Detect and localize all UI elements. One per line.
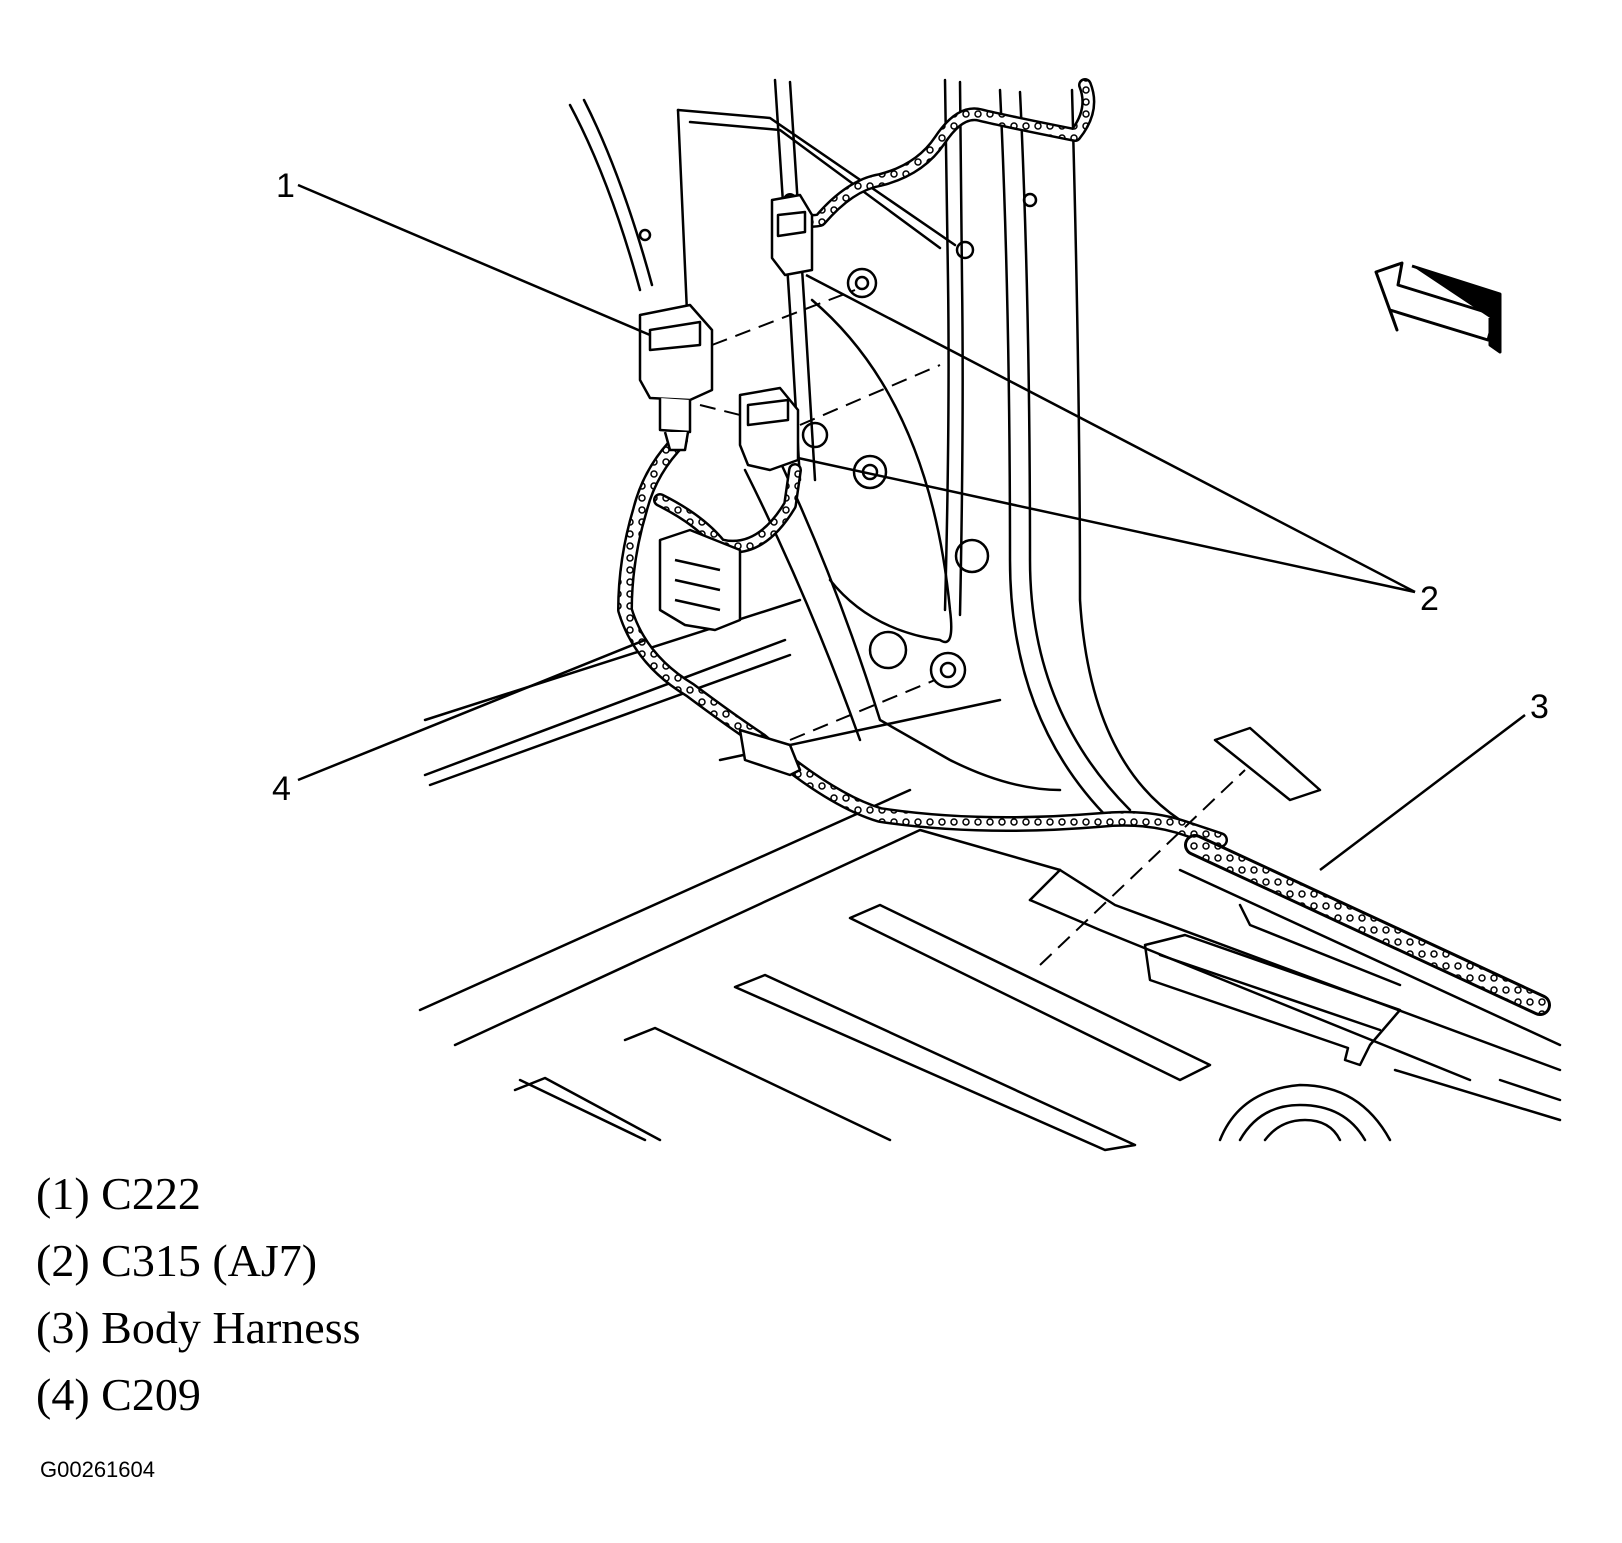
connector-c209 [658,528,802,777]
legend-item-body-harness: (3) Body Harness [36,1302,361,1353]
legend: (1) C222 (2) C315 (AJ7) (3) Body Harness… [36,1160,361,1428]
connector-c222 [638,303,714,452]
wiring-harness [617,78,1551,1016]
legend-item-c222: (1) C222 [36,1168,201,1219]
connector-c315-lower [738,386,800,472]
arrow-forward-icon [1374,261,1502,354]
callout-2: 2 [1420,580,1439,618]
body-structure [418,78,1562,1152]
connector-location-diagram: 1 2 3 4 [272,78,1562,1152]
callout-3: 3 [1530,688,1549,726]
callout-1: 1 [276,167,295,205]
connector-c315-upper [770,193,814,277]
figure-id: G00261604 [40,1457,155,1482]
leader-lines [297,183,1526,871]
install-guide-lines [699,289,1246,966]
callout-4: 4 [272,770,291,808]
legend-item-c209: (4) C209 [36,1369,201,1420]
legend-item-c315: (2) C315 (AJ7) [36,1235,318,1286]
